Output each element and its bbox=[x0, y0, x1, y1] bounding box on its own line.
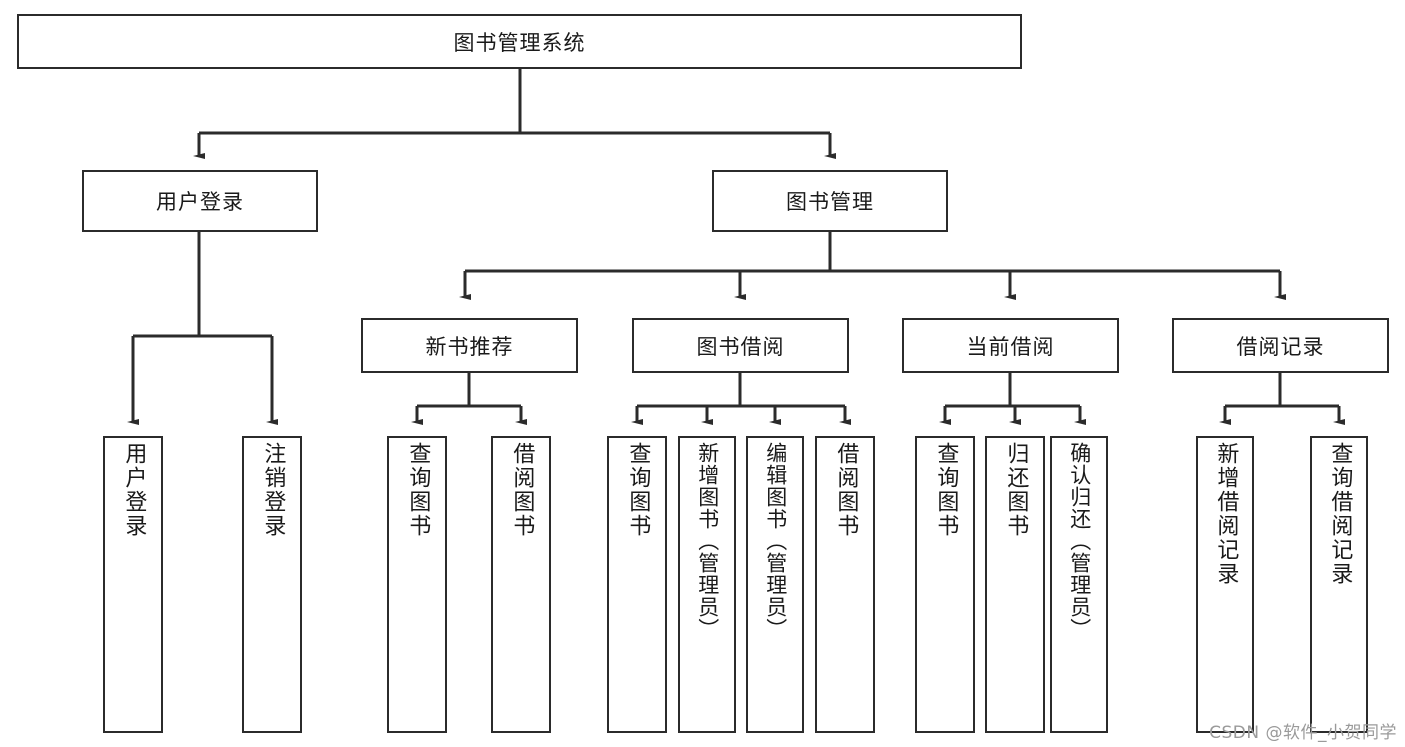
node-root-book-management-system[interactable]: 图书管理系统 bbox=[17, 14, 1022, 69]
leaf-user-login-logout[interactable]: 注销登录 bbox=[242, 436, 302, 733]
node-label: 新书推荐 bbox=[425, 334, 514, 359]
leaf-new-book-query-book[interactable]: 查询图书 bbox=[387, 436, 447, 733]
leaf-book-borrow-query-book[interactable]: 查询图书 bbox=[607, 436, 667, 733]
node-label: 图书管理系统 bbox=[453, 30, 586, 55]
node-book-management[interactable]: 图书管理 bbox=[712, 170, 948, 232]
leaf-current-borrow-return-book[interactable]: 归还图书 bbox=[985, 436, 1045, 733]
node-label: 借阅图书 bbox=[833, 442, 859, 538]
node-label: 当前借阅 bbox=[966, 334, 1055, 359]
node-borrow-record[interactable]: 借阅记录 bbox=[1172, 318, 1389, 373]
leaf-new-book-borrow-book[interactable]: 借阅图书 bbox=[491, 436, 551, 733]
node-label: 注销登录 bbox=[260, 442, 286, 538]
node-label: 确认归还（管理员） bbox=[1067, 442, 1092, 640]
node-label: 编辑图书（管理员） bbox=[763, 442, 788, 640]
node-label: 借阅图书 bbox=[509, 442, 535, 538]
node-current-borrow[interactable]: 当前借阅 bbox=[902, 318, 1119, 373]
leaf-book-borrow-edit-book-admin[interactable]: 编辑图书（管理员） bbox=[746, 436, 804, 733]
node-label: 查询图书 bbox=[933, 442, 959, 538]
node-user-login[interactable]: 用户登录 bbox=[82, 170, 318, 232]
node-label: 图书借阅 bbox=[696, 334, 785, 359]
leaf-book-borrow-borrow-book[interactable]: 借阅图书 bbox=[815, 436, 875, 733]
node-label: 查询图书 bbox=[405, 442, 431, 538]
node-label: 用户登录 bbox=[156, 190, 244, 214]
node-label: 用户登录 bbox=[121, 442, 147, 538]
node-label: 查询图书 bbox=[625, 442, 651, 538]
node-new-book-recommend[interactable]: 新书推荐 bbox=[361, 318, 578, 373]
node-label: 新增借阅记录 bbox=[1213, 442, 1239, 586]
node-label: 借阅记录 bbox=[1236, 334, 1325, 359]
node-label: 查询借阅记录 bbox=[1327, 442, 1353, 586]
leaf-borrow-record-add-record[interactable]: 新增借阅记录 bbox=[1196, 436, 1254, 733]
leaf-user-login-login[interactable]: 用户登录 bbox=[103, 436, 163, 733]
node-label: 归还图书 bbox=[1003, 442, 1029, 538]
leaf-current-borrow-confirm-return-admin[interactable]: 确认归还（管理员） bbox=[1050, 436, 1108, 733]
node-label: 图书管理 bbox=[786, 190, 874, 214]
node-label: 新增图书（管理员） bbox=[695, 442, 720, 640]
leaf-current-borrow-query-book[interactable]: 查询图书 bbox=[915, 436, 975, 733]
node-book-borrow[interactable]: 图书借阅 bbox=[632, 318, 849, 373]
watermark: CSDN @软件_小贺同学 bbox=[1209, 723, 1397, 743]
leaf-book-borrow-add-book-admin[interactable]: 新增图书（管理员） bbox=[678, 436, 736, 733]
leaf-borrow-record-query-record[interactable]: 查询借阅记录 bbox=[1310, 436, 1368, 733]
